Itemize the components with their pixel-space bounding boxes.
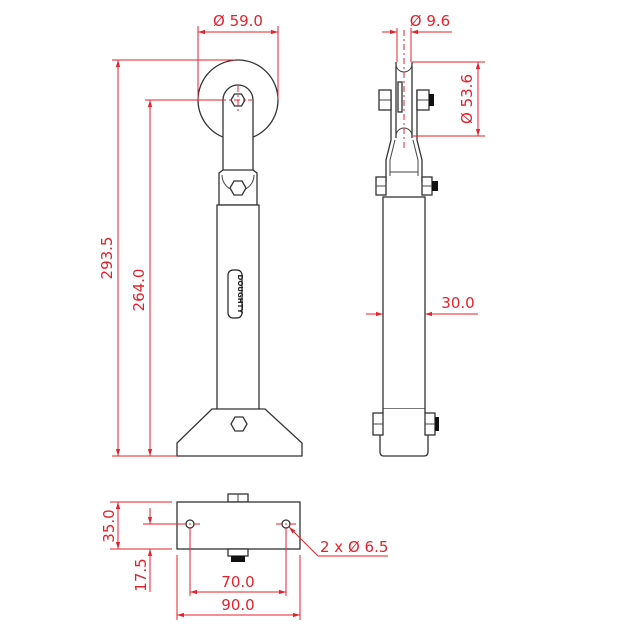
base-plate-top <box>176 501 301 550</box>
doughty-logo-text: DOUGHTY <box>236 275 244 315</box>
base-view: 35.0 17.5 70.0 90.0 2 x Ø 6.5 <box>100 493 388 620</box>
axle-bolt-end <box>429 94 434 106</box>
side-support-tube <box>382 196 426 410</box>
doughty-logo <box>227 269 243 319</box>
base-width-label: 90.0 <box>221 596 254 614</box>
hole-offset-label: 17.5 <box>132 558 150 591</box>
hole-callout-label: 2 x Ø 6.5 <box>320 538 388 556</box>
overall-height-label: 293.5 <box>98 237 116 280</box>
wheel-diameter-label: Ø 59.0 <box>213 12 263 30</box>
side-view: Ø 9.6 Ø 53.6 30.0 <box>366 12 485 457</box>
front-view: DOUGHTY Ø 59.0 293.5 264.0 <box>98 12 303 457</box>
base-depth-label: 35.0 <box>100 509 118 542</box>
groove-width-label: Ø 9.6 <box>410 12 450 30</box>
base-plate <box>176 408 303 457</box>
axle-height-label: 264.0 <box>130 269 148 312</box>
pivot-bolt-end <box>432 181 438 191</box>
base-nut-icon <box>230 416 248 432</box>
tube-width-label: 30.0 <box>441 294 474 312</box>
groove-diameter-label: Ø 53.6 <box>458 74 476 124</box>
wheel-arm <box>222 84 254 176</box>
hole-spacing-label: 70.0 <box>221 573 254 591</box>
pivot-nut-icon <box>229 180 247 196</box>
